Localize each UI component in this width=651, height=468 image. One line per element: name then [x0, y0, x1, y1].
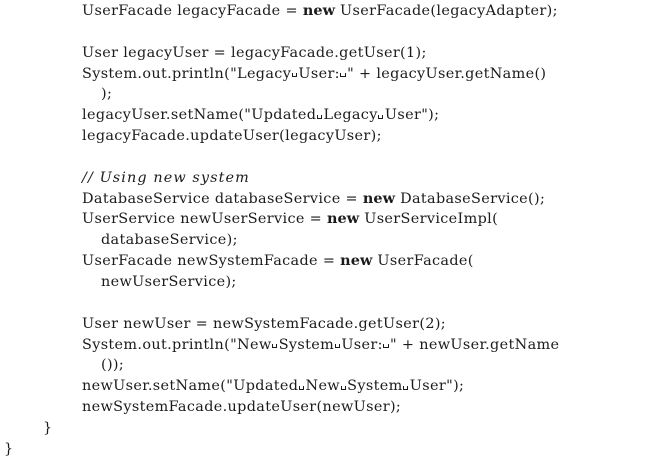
- code-token: System.out.println(: [82, 336, 231, 353]
- string-literal-token: User:: [298, 65, 340, 82]
- code-token: legacyFacade.updateUser(legacyUser);: [82, 128, 382, 145]
- code-line: UserService newUserService = new UserSer…: [0, 209, 651, 230]
- code-line: UserFacade legacyFacade = new UserFacade…: [0, 1, 651, 22]
- code-token: }: [43, 419, 53, 436]
- code-token: UserFacade(legacyAdapter);: [335, 3, 558, 19]
- code-line: System.out.println("New System User: " + ne…: [0, 335, 651, 356]
- code-line: legacyFacade.updateUser(legacyUser);: [0, 126, 651, 147]
- code-token: ());: [101, 357, 125, 374]
- keyword-token: new: [340, 252, 373, 270]
- code-token: newUser.setName(: [82, 378, 227, 395]
- code-line: legacyUser.setName("Updated Legacy User");: [0, 105, 651, 126]
- code-line: ());: [0, 355, 651, 376]
- visible-space-right-tick: [407, 385, 409, 390]
- string-literal-token: Legacy: [323, 107, 378, 124]
- string-literal-token: System: [278, 336, 335, 353]
- string-literal-token: "New: [230, 336, 272, 353]
- visible-space-right-tick: [338, 344, 340, 349]
- code-token: }: [4, 440, 14, 457]
- code-token: UserServiceImpl(: [359, 211, 499, 228]
- keyword-token: new: [326, 210, 360, 228]
- code-token: + legacyUser.getName(): [354, 65, 547, 82]
- code-token: );: [101, 86, 113, 103]
- code-line: DatabaseService databaseService = new Da…: [0, 189, 651, 210]
- string-literal-token: "Legacy: [230, 65, 292, 82]
- code-token: UserFacade legacyFacade =: [82, 3, 303, 19]
- string-literal-token: "Updated: [244, 107, 317, 124]
- code-line: UserFacade newSystemFacade = new UserFac…: [0, 251, 651, 272]
- code-token: + newUser.getName: [397, 336, 560, 353]
- code-token: UserService newUserService =: [82, 211, 327, 228]
- code-line: );: [0, 84, 651, 105]
- string-literal-token: ": [390, 336, 397, 353]
- visible-space-right-tick: [344, 385, 346, 390]
- code-line: // Using new system: [0, 168, 651, 189]
- string-literal-token: New: [305, 378, 340, 395]
- code-token: newUserService);: [101, 273, 237, 290]
- code-token: legacyUser.setName(: [82, 107, 245, 124]
- code-token: System.out.println(: [82, 65, 231, 82]
- visible-space-right-tick: [382, 114, 384, 119]
- string-literal-token: User": [409, 378, 454, 395]
- code-token: );: [453, 378, 465, 395]
- visible-space-right-tick: [321, 114, 323, 119]
- code-line: }: [0, 439, 651, 460]
- string-literal-token: ": [347, 65, 355, 82]
- keyword-token: new: [362, 189, 396, 207]
- code-line: databaseService);: [0, 230, 651, 251]
- code-line: User legacyUser = legacyFacade.getUser(1…: [0, 43, 651, 64]
- visible-space-right-tick: [344, 73, 346, 78]
- code-token: DatabaseService databaseService =: [82, 190, 363, 207]
- code-line: newSystemFacade.updateUser(newUser);: [0, 397, 651, 418]
- code-line-blank: [0, 147, 651, 168]
- code-line: }: [0, 418, 651, 439]
- code-token: User legacyUser = legacyFacade.getUser(1…: [82, 44, 427, 61]
- visible-space-right-tick: [303, 385, 305, 390]
- code-line: newUserService);: [0, 272, 651, 293]
- code-token: newSystemFacade.updateUser(newUser);: [82, 399, 402, 416]
- string-literal-token: User": [384, 107, 429, 124]
- visible-space-right-tick: [387, 344, 389, 349]
- comment-token: // Using new system: [82, 169, 250, 186]
- string-literal-token: User:: [341, 336, 383, 353]
- code-line-blank: [0, 22, 651, 43]
- code-token: User newUser = newSystemFacade.getUser(2…: [82, 315, 447, 332]
- visible-space-right-tick: [295, 73, 297, 78]
- string-literal-token: "Updated: [226, 378, 299, 395]
- visible-space-right-tick: [276, 344, 278, 349]
- code-token: databaseService);: [101, 232, 238, 249]
- code-token: UserFacade newSystemFacade =: [82, 253, 341, 270]
- code-line: User newUser = newSystemFacade.getUser(2…: [0, 314, 651, 335]
- code-line: System.out.println("Legacy User: " + legac…: [0, 64, 651, 85]
- keyword-token: new: [302, 2, 336, 19]
- code-line: newUser.setName("Updated New System User");: [0, 376, 651, 397]
- code-token: UserFacade(: [372, 253, 474, 270]
- code-line-blank: [0, 293, 651, 314]
- string-literal-token: System: [347, 378, 403, 395]
- code-token: );: [428, 107, 440, 124]
- code-token: DatabaseService();: [395, 190, 546, 207]
